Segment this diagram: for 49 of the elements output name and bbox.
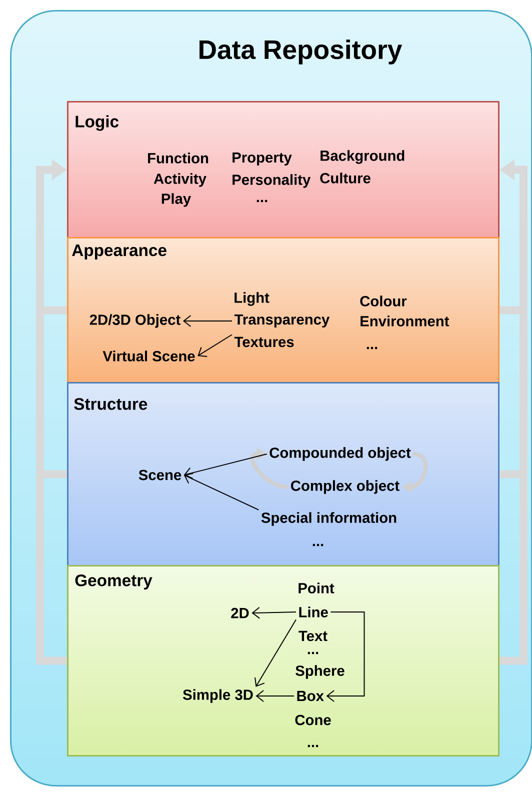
item-label: Simple 3D <box>182 689 253 703</box>
arrow <box>252 606 296 619</box>
item-label: Transparency <box>234 314 330 328</box>
item-label: ... <box>312 544 324 546</box>
layer-heading: Geometry <box>75 574 152 590</box>
item-label: Function <box>148 152 208 164</box>
arrow <box>184 472 260 510</box>
layer-band <box>67 565 500 756</box>
item-label: Textures <box>234 336 294 348</box>
item-label: 2D/3D Object <box>90 314 180 328</box>
item-label: Virtual Scene <box>102 350 195 362</box>
item-label: Text <box>298 630 328 642</box>
item-label: ... <box>308 744 318 748</box>
layer-band <box>67 101 500 238</box>
item-label: ... <box>256 200 268 202</box>
item-label: Environment <box>360 316 450 326</box>
item-label: Line <box>299 606 328 618</box>
item-label: Special information <box>261 512 396 526</box>
layer-band <box>67 237 500 384</box>
item-label: Sphere <box>296 665 344 679</box>
item-label: Box <box>297 690 324 702</box>
item-label: Light <box>234 292 270 306</box>
item-label: Play <box>162 193 191 207</box>
title: Data Repository <box>200 40 402 64</box>
arrow <box>254 619 296 687</box>
item-label: Compounded object <box>270 447 411 461</box>
arrow <box>326 612 365 702</box>
layer-band <box>67 382 500 566</box>
layer-heading: Structure <box>74 398 148 410</box>
item-label: Background <box>320 150 404 164</box>
layer-heading: Logic <box>76 115 119 131</box>
item-label: Personality <box>232 174 311 188</box>
item-label: Culture <box>320 172 370 184</box>
arrow <box>198 334 232 358</box>
item-label: ... <box>308 652 318 654</box>
item-label: Complex object <box>291 480 400 494</box>
block-arrow <box>250 448 288 489</box>
arrow <box>184 454 268 479</box>
item-label: Point <box>298 582 334 594</box>
item-label: Activity <box>154 173 206 187</box>
item-label: Scene <box>138 470 182 480</box>
item-label: Colour <box>360 296 407 306</box>
layer-heading: Appearance <box>72 244 166 260</box>
item-label: Cone <box>295 714 331 726</box>
item-label: ... <box>366 346 378 350</box>
item-label: 2D <box>231 608 249 618</box>
arrow <box>182 315 232 327</box>
arrow <box>256 690 294 702</box>
item-label: Property <box>232 152 292 166</box>
